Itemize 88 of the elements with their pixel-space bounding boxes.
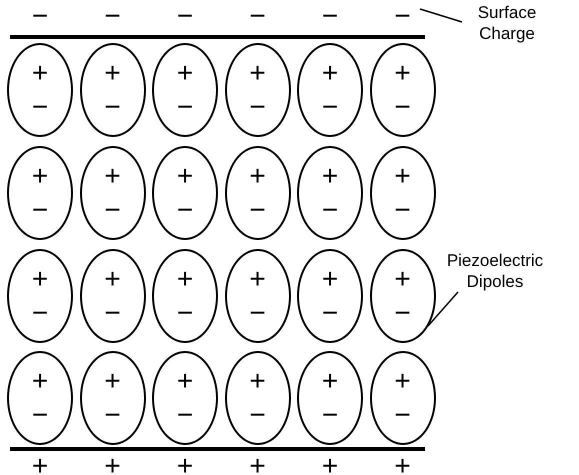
minus-sign: −: [248, 299, 267, 327]
minus-sign: −: [320, 196, 340, 224]
minus-sign: −: [320, 299, 340, 327]
minus-sign: −: [176, 299, 194, 327]
minus-sign: −: [103, 299, 122, 327]
plus-sign: +: [320, 59, 340, 87]
surface-charge-sign: −: [248, 2, 267, 30]
surface-charge-sign: +: [176, 452, 194, 475]
dipole-ellipse: [152, 249, 218, 343]
minus-sign: −: [393, 93, 412, 121]
dipole-ellipse: [224, 146, 290, 240]
dipole-ellipse: [297, 146, 363, 240]
plus-sign: +: [320, 162, 340, 190]
plus-sign: +: [30, 265, 50, 293]
minus-sign: −: [320, 401, 340, 429]
plus-sign: +: [248, 59, 267, 87]
minus-sign: −: [176, 401, 194, 429]
dipole-ellipse: [80, 146, 146, 240]
plus-sign: +: [30, 162, 50, 190]
dipole-ellipse: [80, 43, 146, 137]
dipole-ellipse: [80, 351, 146, 445]
plus-sign: +: [103, 162, 122, 190]
minus-sign: −: [393, 299, 412, 327]
surface-charge-sign: +: [248, 452, 267, 475]
plus-sign: +: [393, 367, 412, 395]
dipole-ellipse: [370, 351, 436, 445]
surface-charge-sign: +: [393, 452, 412, 475]
surface-charge-sign: −: [103, 2, 122, 30]
dipole-ellipse: [80, 249, 146, 343]
plus-sign: +: [393, 59, 412, 87]
minus-sign: −: [320, 93, 340, 121]
dipole-ellipse: [152, 146, 218, 240]
minus-sign: −: [103, 93, 122, 121]
plus-sign: +: [176, 162, 194, 190]
dipole-ellipse: [297, 43, 363, 137]
leader-line: [427, 292, 459, 327]
minus-sign: −: [30, 299, 50, 327]
plus-sign: +: [393, 265, 412, 293]
dipole-ellipse: [224, 351, 290, 445]
dipole-ellipse: [7, 146, 73, 240]
surface-charge-sign: −: [393, 2, 412, 30]
dipole-ellipse: [297, 249, 363, 343]
surface-charge-sign: −: [176, 2, 194, 30]
plus-sign: +: [176, 59, 194, 87]
dipole-ellipse: [224, 43, 290, 137]
minus-sign: −: [103, 401, 122, 429]
surface-charge-sign: +: [103, 452, 122, 475]
minus-sign: −: [103, 196, 122, 224]
minus-sign: −: [248, 401, 267, 429]
minus-sign: −: [248, 196, 267, 224]
plus-sign: +: [30, 59, 50, 87]
plus-sign: +: [176, 367, 194, 395]
plus-sign: +: [103, 265, 122, 293]
surface-charge-sign: +: [30, 452, 50, 475]
dipole-ellipse: [7, 351, 73, 445]
dipole-ellipse: [7, 43, 73, 137]
callout-label: Surface Charge: [452, 2, 562, 44]
dipole-ellipse: [297, 351, 363, 445]
dipole-ellipse: [152, 351, 218, 445]
minus-sign: −: [30, 93, 50, 121]
minus-sign: −: [176, 196, 194, 224]
plus-sign: +: [248, 265, 267, 293]
dipole-ellipse: [370, 43, 436, 137]
leader-line: [420, 8, 462, 23]
dipole-ellipse: [152, 43, 218, 137]
dipole-ellipse: [7, 249, 73, 343]
minus-sign: −: [30, 196, 50, 224]
dipole-ellipse: [370, 249, 436, 343]
dipole-ellipse: [224, 249, 290, 343]
minus-sign: −: [176, 93, 194, 121]
plus-sign: +: [248, 162, 267, 190]
dipole-ellipse: [370, 146, 436, 240]
minus-sign: −: [30, 401, 50, 429]
minus-sign: −: [393, 196, 412, 224]
surface-charge-sign: −: [30, 2, 50, 30]
plus-sign: +: [248, 367, 267, 395]
surface-charge-sign: −: [320, 2, 340, 30]
plus-sign: +: [176, 265, 194, 293]
plus-sign: +: [30, 367, 50, 395]
minus-sign: −: [393, 401, 412, 429]
callout-label: Piezoelectric Dipoles: [430, 250, 560, 292]
plus-sign: +: [103, 367, 122, 395]
minus-sign: −: [248, 93, 267, 121]
plus-sign: +: [320, 265, 340, 293]
plus-sign: +: [103, 59, 122, 87]
surface-charge-sign: +: [320, 452, 340, 475]
plus-sign: +: [393, 162, 412, 190]
plus-sign: +: [320, 367, 340, 395]
